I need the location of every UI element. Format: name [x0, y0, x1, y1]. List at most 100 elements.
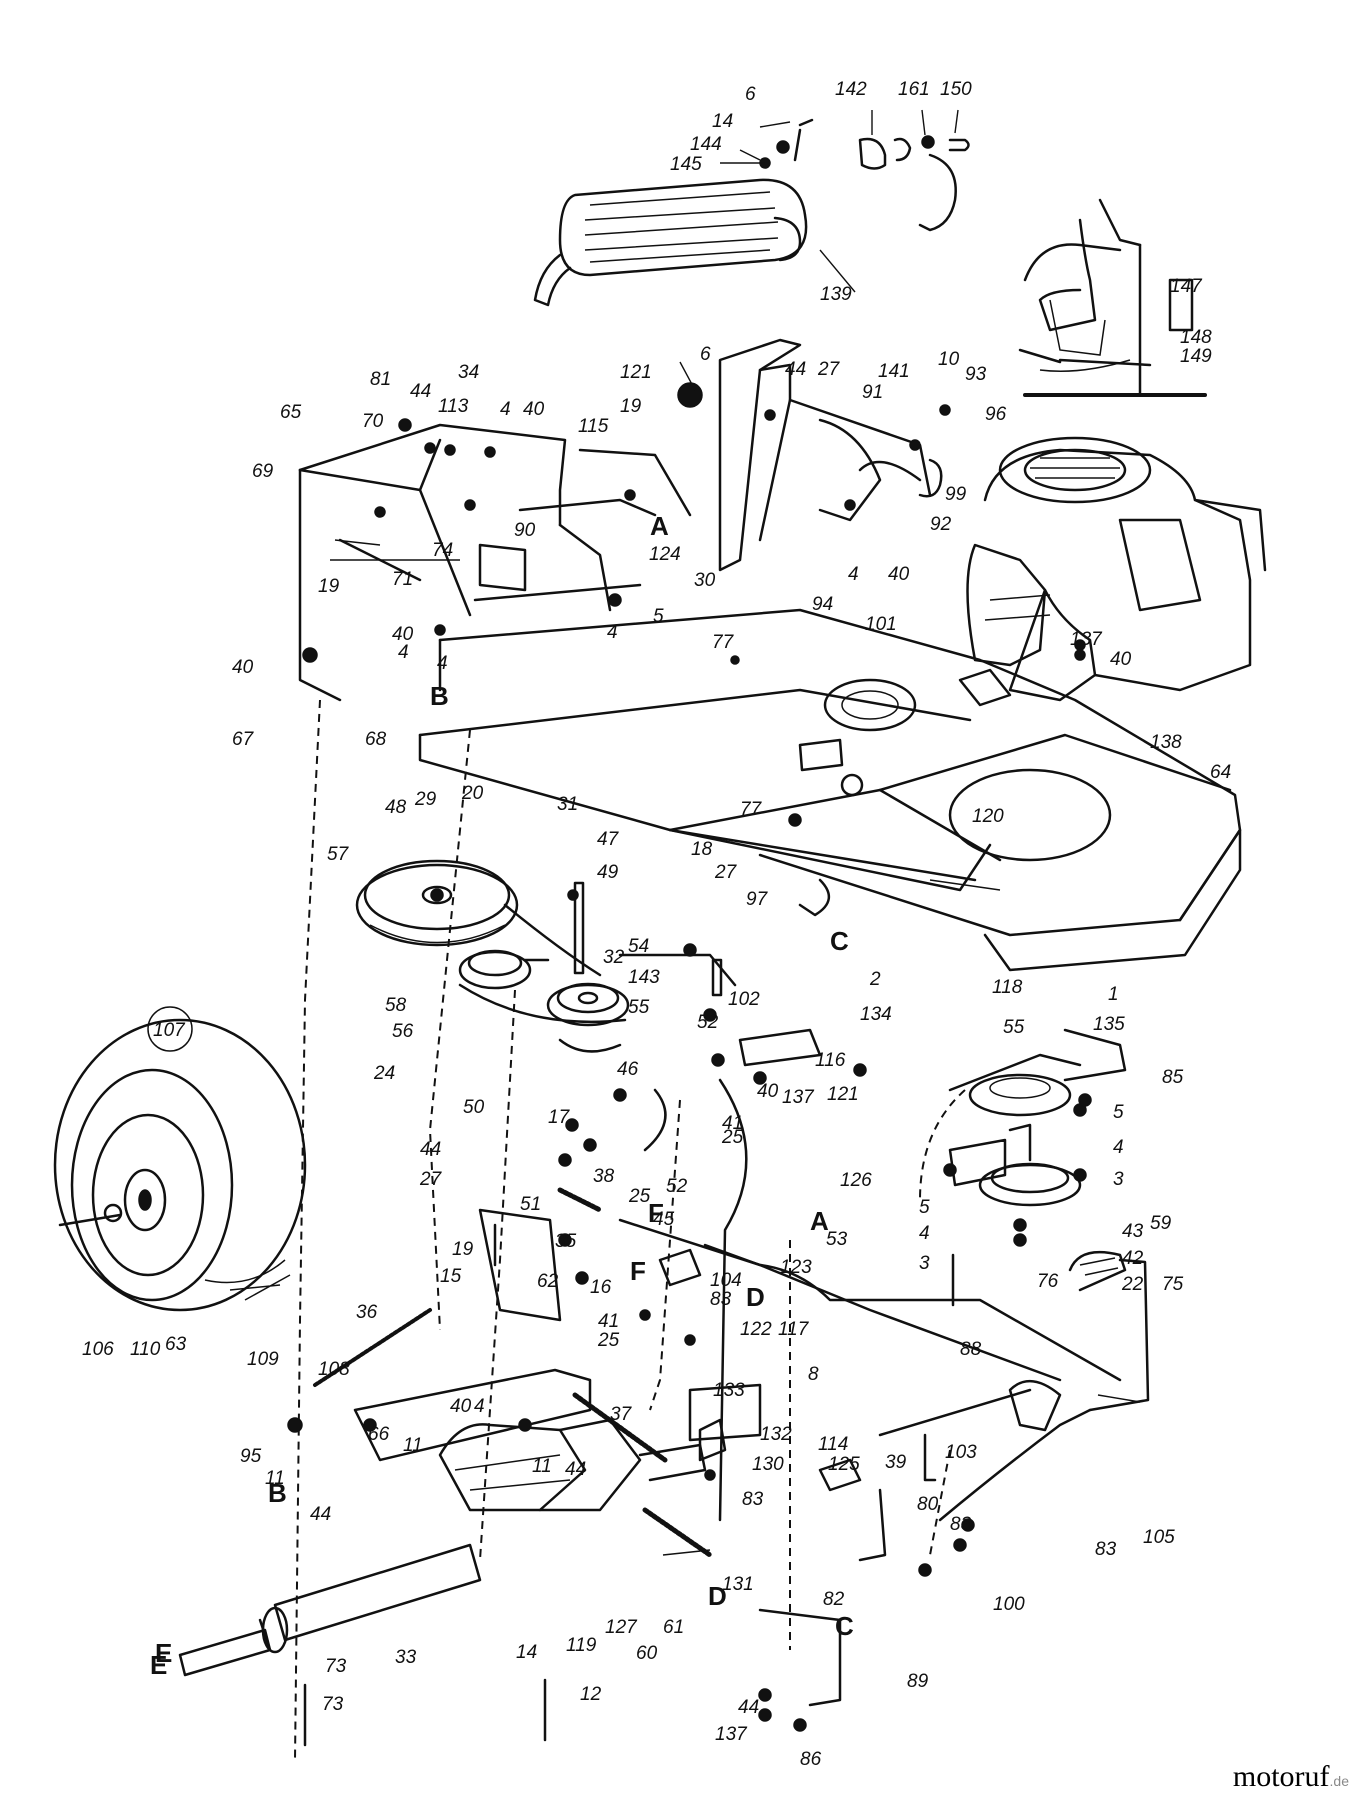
- part-number-label: 91: [862, 382, 883, 403]
- rear-wheel: [53, 1018, 307, 1312]
- rear-frame-box: [298, 423, 692, 702]
- part-number-label: 4: [398, 642, 409, 663]
- part-number-label: 5: [653, 606, 664, 627]
- reference-letter-label: A: [650, 511, 669, 541]
- reference-letter-label: B: [430, 681, 449, 711]
- part-number-label: 73: [325, 1656, 347, 1677]
- part-number-label: 123: [780, 1257, 812, 1278]
- part-number-label: 57: [327, 844, 350, 865]
- part-number-label: 27: [817, 359, 841, 380]
- part-number-label: 33: [395, 1647, 417, 1668]
- part-number-label: 76: [1037, 1271, 1059, 1292]
- reference-letter-label: F: [630, 1256, 646, 1286]
- part-number-label: 120: [972, 806, 1004, 827]
- part-number-label: 99: [945, 484, 967, 505]
- part-number-label: 150: [940, 79, 972, 100]
- part-number-label: 118: [992, 977, 1023, 998]
- part-number-label: 20: [461, 783, 484, 804]
- part-number-label: 130: [752, 1454, 784, 1475]
- reference-letter-label: E: [150, 1650, 167, 1680]
- part-number-label: 24: [373, 1063, 395, 1084]
- part-number-label: 64: [1210, 762, 1231, 783]
- part-number-label: 43: [1122, 1221, 1144, 1242]
- part-number-label: 40: [392, 624, 414, 645]
- part-number-label: 11: [403, 1435, 423, 1456]
- part-number-label: 82: [823, 1589, 845, 1610]
- part-number-label: 124: [649, 544, 681, 565]
- part-number-label: 73: [322, 1694, 344, 1715]
- reference-letter-label: B: [268, 1478, 287, 1508]
- part-number-label: 51: [520, 1194, 541, 1215]
- part-number-label: 65: [280, 402, 302, 423]
- part-number-label: 3: [1113, 1169, 1124, 1190]
- part-number-label: 89: [907, 1671, 929, 1692]
- part-number-label: 25: [628, 1186, 651, 1207]
- steering-column-bracket: [718, 338, 943, 572]
- part-number-label: 11: [532, 1456, 552, 1477]
- chassis-plate: [418, 608, 1242, 972]
- part-number-label: 74: [432, 540, 453, 561]
- part-number-label: 144: [690, 134, 722, 155]
- part-number-label: 41: [722, 1113, 743, 1134]
- part-number-label: 25: [597, 1330, 620, 1351]
- reference-letter-label: C: [835, 1611, 854, 1641]
- part-number-label: 10: [938, 349, 960, 370]
- reference-lines: [294, 699, 951, 1761]
- part-number-label: 27: [419, 1169, 443, 1190]
- part-number-label: 31: [557, 794, 578, 815]
- part-number-label: 137: [1070, 629, 1103, 650]
- part-number-label: 133: [713, 1380, 745, 1401]
- part-number-label: 1: [1108, 984, 1119, 1005]
- part-number-label: 94: [812, 594, 833, 615]
- inset-detail: [1018, 198, 1207, 397]
- part-number-label: 135: [1093, 1014, 1125, 1035]
- engine: [958, 436, 1267, 707]
- part-number-label: 137: [715, 1724, 748, 1745]
- part-number-label: 114: [818, 1434, 848, 1455]
- engine-pulley: [919, 1028, 1127, 1207]
- hardware: [287, 382, 1092, 1747]
- part-number-label: 16: [590, 1277, 612, 1298]
- part-number-label: 63: [165, 1334, 187, 1355]
- part-number-label: 147: [1170, 276, 1203, 297]
- part-number-label: 83: [710, 1289, 732, 1310]
- part-number-label: 100: [993, 1594, 1025, 1615]
- part-number-label: 40: [232, 657, 254, 678]
- part-number-label: 14: [712, 111, 733, 132]
- part-number-label: 40: [450, 1396, 472, 1417]
- part-number-label: 44: [565, 1459, 586, 1480]
- part-number-label: 71: [392, 569, 413, 590]
- part-number-label: 40: [888, 564, 910, 585]
- reference-letter-label: D: [708, 1581, 727, 1611]
- part-number-label: 77: [712, 632, 735, 653]
- part-number-label: 96: [985, 404, 1007, 425]
- part-number-label: 83: [1095, 1539, 1117, 1560]
- part-number-label: 122: [740, 1319, 772, 1340]
- part-number-label: 52: [666, 1176, 688, 1197]
- part-number-label: 4: [500, 399, 511, 420]
- part-number-label: 62: [537, 1271, 559, 1292]
- part-number-label: 121: [620, 362, 652, 383]
- part-number-label: 17: [548, 1107, 571, 1128]
- logo-tld: .de: [1329, 1773, 1349, 1789]
- part-number-label: 161: [898, 79, 930, 100]
- part-number-label: 107: [153, 1020, 186, 1041]
- part-number-label: 6: [745, 84, 756, 105]
- part-number-label: 93: [965, 364, 987, 385]
- part-number-label: 6: [700, 344, 711, 365]
- part-number-label: 46: [617, 1059, 639, 1080]
- part-number-label: 141: [878, 361, 910, 382]
- part-number-label: 59: [1150, 1213, 1172, 1234]
- muffler-assembly: [533, 118, 970, 307]
- part-number-label: 42: [1122, 1248, 1144, 1269]
- part-number-label: 86: [800, 1749, 822, 1770]
- part-number-label: 27: [714, 862, 738, 883]
- wheel-callout-circle: [147, 1006, 193, 1052]
- part-number-label: 90: [514, 520, 536, 541]
- part-number-label: 143: [628, 967, 660, 988]
- site-logo: motoruf.de: [1233, 1760, 1349, 1794]
- part-number-label: 47: [597, 829, 620, 850]
- part-number-label: 142: [835, 79, 867, 100]
